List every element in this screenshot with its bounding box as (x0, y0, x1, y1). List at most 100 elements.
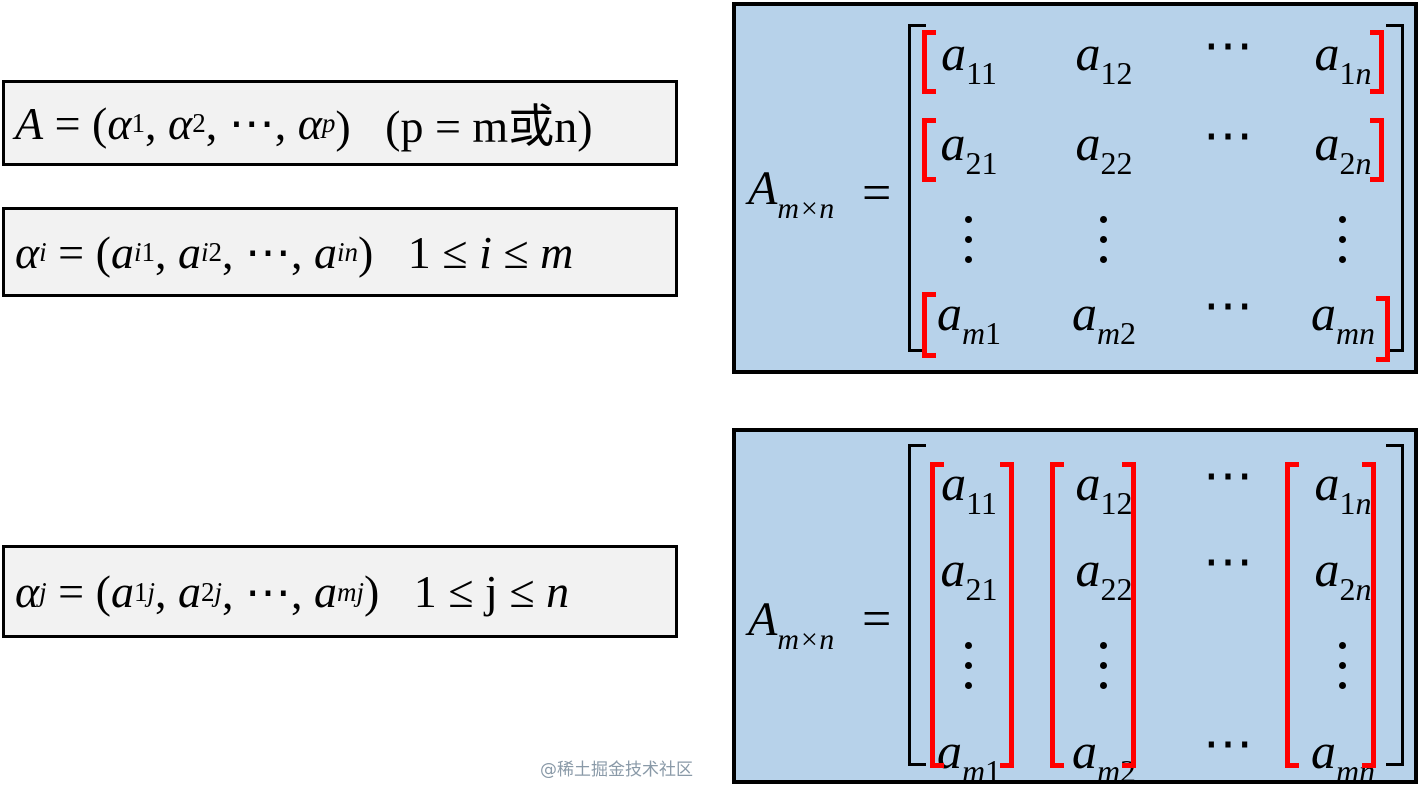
entry-base: a (936, 285, 962, 341)
entry-subscript: 21 (965, 571, 998, 607)
entry-subscript: 12 (1100, 55, 1133, 91)
matrix-entry: ⋯ (1203, 106, 1253, 164)
vertical-dots (1339, 216, 1347, 276)
entry-base: a (1314, 115, 1340, 171)
column-highlight-right-bracket (1000, 462, 1014, 768)
entry-base: a (1075, 25, 1101, 81)
formula-text: a (177, 226, 201, 278)
entry-subscript: m1 (961, 753, 1002, 789)
entry-subscript: 22 (1100, 571, 1133, 607)
matrix-entry: ⋯ (1203, 276, 1253, 334)
formula-text: α (15, 226, 40, 278)
matrix-entry: a11 (941, 454, 997, 519)
matrix-entry: a21 (940, 114, 998, 179)
matrix-entry: a11 (941, 24, 997, 89)
matrix-entry: a22 (1075, 114, 1133, 179)
row-highlight-right-bracket (1370, 30, 1384, 94)
matrix-lhs: Am×n (748, 592, 834, 655)
entry-base: ⋯ (1203, 447, 1253, 503)
formula-text: α (107, 97, 132, 149)
entry-base: ⋯ (1203, 533, 1253, 589)
entry-subscript: m1 (961, 315, 1002, 351)
formula-text: , ⋯, (221, 227, 314, 278)
row-highlight-left-bracket (922, 118, 936, 182)
formula-text: ) 1 ≤ j ≤ (363, 566, 547, 617)
formula-text: a (313, 226, 337, 278)
matrix-entry: a12 (1075, 24, 1133, 89)
matrix-entry: ⋯ (1203, 714, 1253, 772)
matrix-right-bracket (1386, 24, 1404, 352)
matrix-entry: ⋯ (1203, 532, 1253, 590)
entry-base: a (1314, 455, 1340, 511)
column-highlight-left-bracket (930, 462, 944, 768)
matrix-entry: a21 (940, 540, 998, 605)
formula-text: = ( (46, 566, 111, 617)
row-highlight-left-bracket (922, 292, 936, 358)
matrix-lhs-subscript: m×n (777, 192, 835, 225)
formula-text: m (540, 226, 574, 278)
formula-text: a (313, 566, 337, 617)
formula-text: A (15, 97, 44, 149)
row-highlight-left-bracket (922, 30, 936, 94)
matrix-entry: a2n (1314, 114, 1372, 179)
matrix-left-bracket (908, 24, 926, 352)
matrix-entry: amn (1310, 284, 1375, 349)
formula-text: = ( (43, 97, 108, 149)
matrix-lhs-symbol: A (748, 593, 778, 646)
entry-base: ⋯ (1203, 277, 1253, 333)
formula-text: a (177, 566, 201, 617)
entry-base: a (1075, 541, 1101, 597)
column-highlight-left-bracket (1050, 462, 1064, 768)
matrix-entry: a2n (1314, 540, 1372, 605)
vertical-dots (1100, 216, 1108, 276)
matrix-entry: am1 (936, 284, 1001, 349)
entry-subscript: 12 (1100, 485, 1133, 521)
entry-base: a (1314, 541, 1340, 597)
vertical-dots (965, 216, 973, 276)
entry-base: a (940, 541, 966, 597)
formula-text: ) 1 ≤ (357, 226, 480, 278)
entry-base: a (1075, 115, 1101, 171)
entry-base: a (1071, 723, 1097, 779)
formula-text: α (297, 97, 322, 149)
matrix-entry: a22 (1075, 540, 1133, 605)
matrix-lhs-symbol: A (748, 162, 778, 215)
entry-subscript: 22 (1100, 145, 1133, 181)
matrix-right-bracket (1386, 444, 1404, 766)
entry-subscript: 2n (1339, 145, 1372, 181)
formula-text: , (154, 566, 178, 617)
equals-sign: = (862, 165, 892, 222)
equals-sign: = (862, 591, 892, 648)
entry-subscript: 11 (966, 485, 997, 521)
formula-text: n (546, 566, 570, 617)
entry-base: ⋯ (1203, 17, 1253, 73)
matrix-lhs-subscript: m×n (777, 623, 835, 656)
entry-base: ⋯ (1203, 715, 1253, 771)
entry-base: a (1075, 455, 1101, 511)
formula-text: = ( (46, 226, 111, 278)
entry-base: a (940, 115, 966, 171)
entry-subscript: 2n (1339, 571, 1372, 607)
column-highlight-left-bracket (1285, 462, 1299, 768)
formula-text: a (110, 566, 134, 617)
vertical-dots (1100, 642, 1108, 702)
formula-text: ≤ (491, 226, 541, 278)
formula-text: α (168, 97, 193, 149)
column-highlight-right-bracket (1362, 462, 1376, 768)
vertical-dots (1339, 642, 1347, 702)
formula-text: , ⋯, (205, 98, 298, 149)
entry-base: a (1310, 285, 1336, 341)
entry-subscript: 1n (1339, 485, 1372, 521)
formula-text: i (479, 226, 492, 278)
entry-base: a (1071, 285, 1097, 341)
column-highlight-right-bracket (1122, 462, 1136, 768)
formula-text: , (145, 97, 169, 149)
matrix-entry: a1n (1315, 24, 1372, 89)
formula-text: a (110, 226, 134, 278)
matrix-entry: ⋯ (1203, 16, 1253, 74)
entry-subscript: m2 (1096, 315, 1137, 351)
